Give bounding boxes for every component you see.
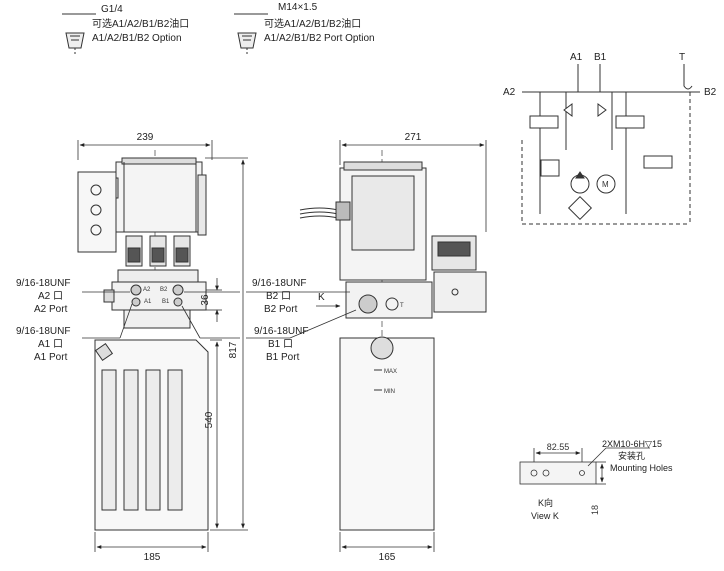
port-option-icon-right <box>234 13 268 56</box>
front-dimensions <box>77 140 248 552</box>
tank-port-label: T <box>400 303 404 309</box>
view-k-dim-height: 18 <box>590 505 600 515</box>
top-left-option-cn: 可选A1/A2/B1/B2油口 <box>92 19 190 30</box>
port-b1-thread: 9/16-18UNF <box>254 326 309 337</box>
view-k-en: View K <box>531 511 559 521</box>
schematic-port-a2: A2 <box>503 87 516 98</box>
schematic-port-t: T <box>679 52 685 63</box>
side-dim-width-bottom: 165 <box>379 552 396 563</box>
schematic-port-a1: A1 <box>570 52 583 63</box>
top-left-thread: G1/4 <box>101 4 123 15</box>
schematic-port-b1: B1 <box>594 52 607 63</box>
front-dim-width-top: 239 <box>137 132 154 143</box>
top-right-thread: M14×1.5 <box>278 2 318 13</box>
port-b1-cn: B1 口 <box>268 339 294 350</box>
port-a2-thread: 9/16-18UNF <box>16 278 71 289</box>
side-dimensions <box>246 140 487 552</box>
top-right-option-en: A1/A2/B1/B2 Port Option <box>264 33 375 44</box>
front-dim-port-offset: 36 <box>200 294 211 306</box>
block-label-a1: A1 <box>144 299 152 305</box>
hydraulic-schematic <box>521 64 700 225</box>
level-max-label: MAX <box>384 369 397 375</box>
top-right-option-cn: 可选A1/A2/B1/B2油口 <box>264 19 362 30</box>
port-b1-en: B1 Port <box>266 352 300 363</box>
block-label-a2: A2 <box>143 287 151 293</box>
mounting-holes-cn: 安装孔 <box>618 451 646 461</box>
front-view <box>77 150 209 531</box>
view-k-cn: K向 <box>538 498 554 508</box>
view-k-drawing <box>519 447 650 485</box>
top-left-option-en: A1/A2/B1/B2 Option <box>92 33 182 44</box>
port-b2-thread: 9/16-18UNF <box>252 278 307 289</box>
port-a2-en: A2 Port <box>34 304 68 315</box>
level-min-label: MIN <box>384 389 395 395</box>
schematic-motor-label: M <box>602 180 609 189</box>
port-a1-cn: A1 口 <box>38 339 64 350</box>
port-b2-cn: B2 口 <box>266 291 292 302</box>
port-b2-en: B2 Port <box>264 304 298 315</box>
front-dim-width-bottom: 185 <box>144 552 161 563</box>
port-a1-en: A1 Port <box>34 352 68 363</box>
mounting-holes-spec: 2XM10-6H▽15 <box>602 439 662 449</box>
block-label-b2: B2 <box>160 287 168 293</box>
view-k-dim-spacing: 82.55 <box>547 442 570 452</box>
view-k-arrow-label: K <box>318 292 325 303</box>
port-option-icon-left <box>62 13 96 56</box>
port-a2-cn: A2 口 <box>38 291 64 302</box>
port-a1-thread: 9/16-18UNF <box>16 326 71 337</box>
side-view <box>299 150 487 531</box>
front-dim-tank-height: 540 <box>204 411 215 428</box>
schematic-port-b2: B2 <box>704 87 717 98</box>
mounting-holes-en: Mounting Holes <box>610 463 673 473</box>
front-dim-height-total: 817 <box>228 341 239 358</box>
motor-symbol <box>596 174 616 194</box>
side-dim-width-top: 271 <box>405 132 422 143</box>
block-label-b1: B1 <box>162 299 170 305</box>
